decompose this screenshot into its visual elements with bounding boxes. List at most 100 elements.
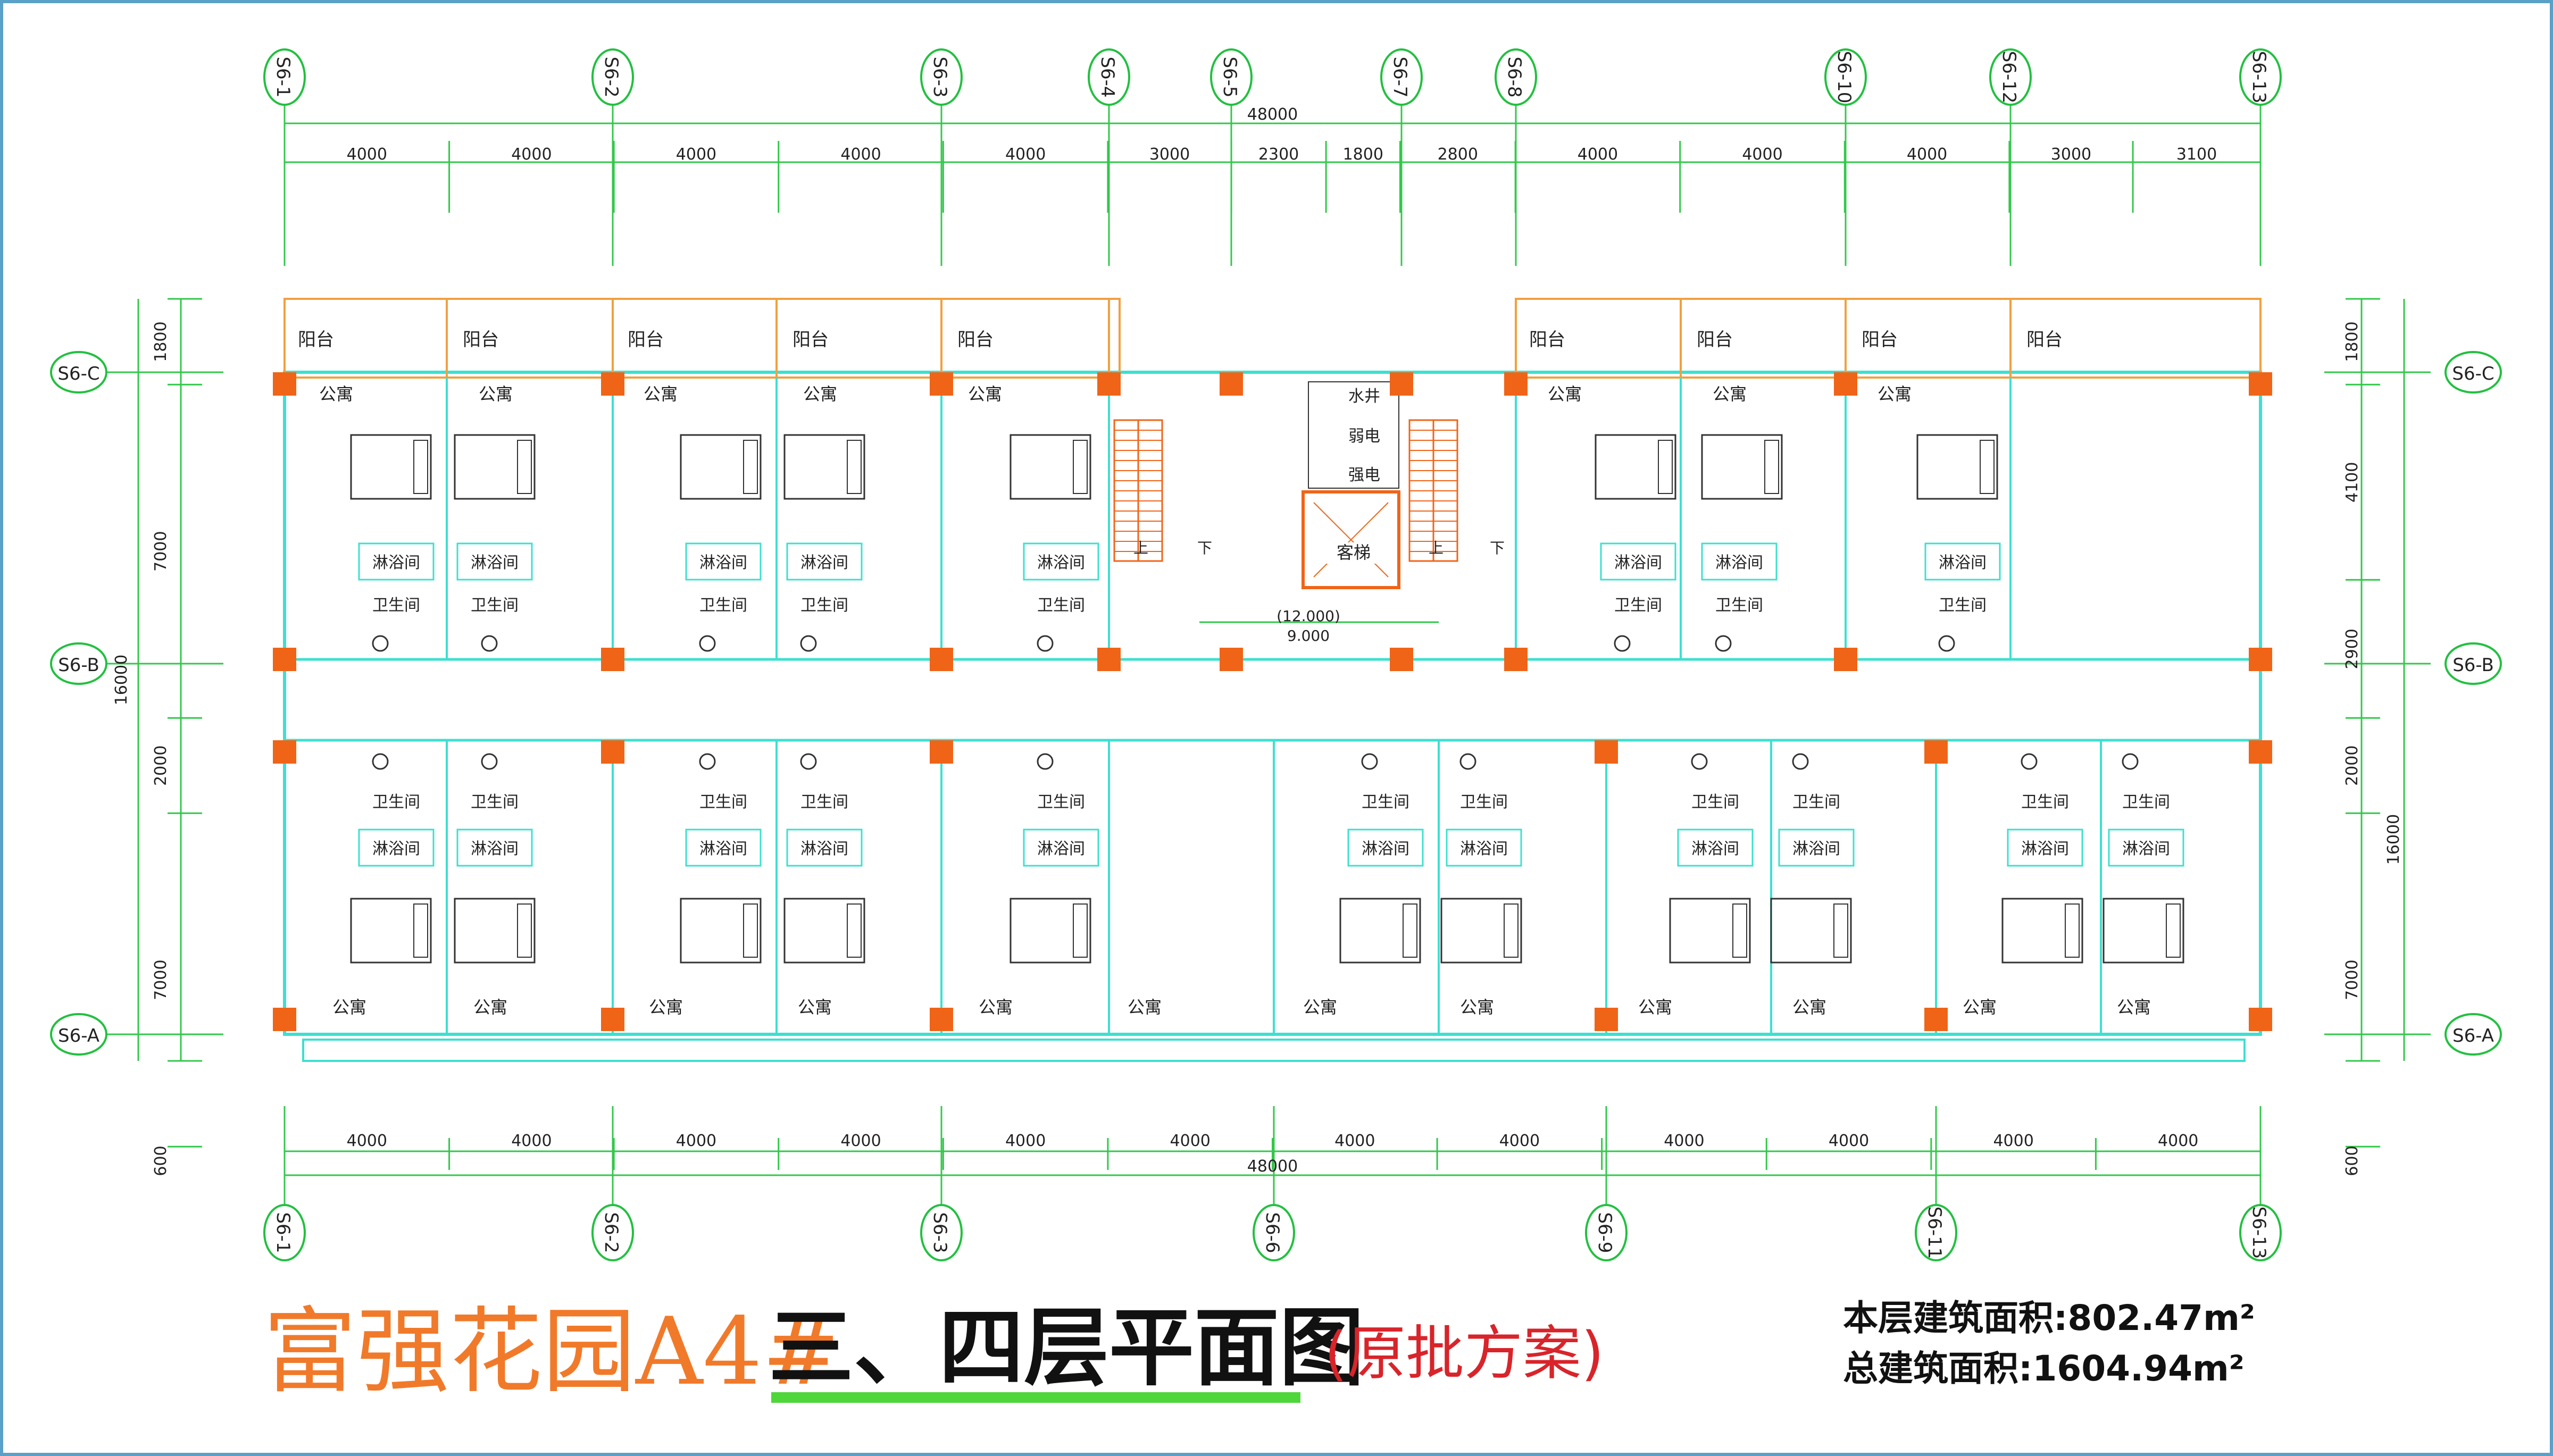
unit-south-toilet-label: 卫生间: [1037, 793, 1085, 811]
south-window-band: [302, 1039, 2246, 1062]
apartment-label-south: 公寓: [1792, 997, 1826, 1017]
elevator-label-bg: [1324, 542, 1383, 564]
bed-south: [1009, 898, 1091, 964]
unit-north-toilet-label: 卫生间: [699, 596, 747, 615]
unit-north-shower-label: 淋浴间: [1715, 554, 1763, 572]
column: [2249, 648, 2272, 671]
unit-south-shower: [456, 829, 533, 867]
apartment-label-north: 公寓: [479, 384, 513, 404]
apartment-label-south: 公寓: [649, 997, 683, 1017]
bed-south: [1440, 898, 1522, 964]
column: [930, 372, 953, 396]
column: [601, 1008, 624, 1031]
axis-bubble-bottom-S6-13: [2239, 1204, 2282, 1261]
bed-south: [350, 898, 432, 964]
axis-bubble-right-S6-B-label: S6-B: [2452, 655, 2494, 676]
plan-title: 三、四层平面图: [769, 1298, 1365, 1398]
column: [273, 1008, 296, 1031]
bed-north-pillow: [847, 440, 862, 494]
bed-south: [783, 898, 865, 964]
top-dim-span: 3100: [2176, 145, 2217, 164]
bottom-dim-span: 4000: [840, 1132, 881, 1150]
axis-bubble-left-S6-B-label: S6-B: [58, 655, 99, 676]
washbasin-icon: [372, 635, 389, 652]
left-dim-span: 7000: [152, 531, 170, 572]
bed-south-pillow: [743, 903, 758, 958]
unit-south-shower-label: 淋浴间: [1792, 840, 1840, 858]
column: [2249, 1008, 2272, 1031]
axis-bubble-top-S6-8-label: S6-8: [1504, 56, 1525, 97]
bed-south-pillow: [2166, 903, 2181, 958]
top-dim-span: 3000: [2051, 145, 2091, 164]
balcony-label: 阳台: [792, 329, 829, 350]
elevator-label: 客梯: [1337, 542, 1371, 563]
top-dim-span: 4000: [1578, 145, 1618, 164]
bed-south: [1339, 898, 1421, 964]
unit-north-shower: [1924, 542, 2001, 581]
axis-bubble-bottom-S6-2-label: S6-2: [600, 1212, 622, 1253]
apartment-label-south: 公寓: [798, 997, 832, 1017]
column: [1595, 1008, 1618, 1031]
washbasin-icon: [1938, 635, 1955, 652]
unit-south-shower-label: 淋浴间: [800, 840, 848, 858]
washbasin-icon: [372, 753, 389, 770]
column: [1220, 372, 1243, 396]
column: [1220, 648, 1243, 671]
unit-north-toilet-label: 卫生间: [1614, 596, 1662, 615]
axis-bubble-bottom-S6-3-label: S6-3: [929, 1212, 950, 1253]
washbasin-icon: [1614, 635, 1631, 652]
unit-north-toilet-label: 卫生间: [1037, 596, 1085, 615]
axis-bubble-left-S6-A: [50, 1013, 107, 1056]
axis-bubble-left-S6-A-label: S6-A: [58, 1025, 99, 1047]
axis-bubble-top-S6-12: [1989, 48, 2032, 106]
column: [1390, 372, 1413, 396]
column: [1834, 648, 1857, 671]
unit-north-shower: [456, 542, 533, 581]
unit-south-toilet-label: 卫生间: [1691, 793, 1739, 811]
unit-south-shower: [685, 829, 762, 867]
right-total-dim: 16000: [2384, 814, 2403, 865]
unit-south-shower-label: 淋浴间: [471, 840, 519, 858]
axis-bubble-top-S6-4: [1088, 48, 1130, 106]
floor-area-label: 本层建筑面积:802.47m²: [1843, 1298, 2255, 1338]
bed-south: [680, 898, 762, 964]
axis-bubble-top-S6-4-label: S6-4: [1097, 56, 1118, 97]
axis-bubble-bottom-S6-11-label: S6-11: [1924, 1207, 1945, 1259]
bed-south-pillow: [1833, 903, 1848, 958]
elevator-shaft: [1301, 490, 1400, 589]
axis-bubble-bottom-S6-6: [1253, 1204, 1295, 1261]
bottom-dim-span: 4000: [1499, 1132, 1540, 1150]
strong-power-label: 强电: [1348, 466, 1380, 484]
balcony-label: 阳台: [957, 329, 994, 350]
right-dim-span: 600: [2343, 1145, 2362, 1176]
unit-south-shower-label: 淋浴间: [2021, 840, 2069, 858]
bed-south: [2001, 898, 2083, 964]
column: [601, 372, 624, 396]
axis-bubble-top-S6-8: [1495, 48, 1537, 106]
unit-south-shower: [1347, 829, 1424, 867]
column: [930, 1008, 953, 1031]
top-dim-span: 2800: [1438, 145, 1478, 164]
unit-north-toilet-label: 卫生间: [1939, 596, 1987, 615]
bed-south-pillow: [1732, 903, 1747, 958]
apartment-label-north: 公寓: [1878, 384, 1912, 404]
right-dim-span: 4100: [2343, 462, 2362, 503]
unit-south-toilet-label: 卫生间: [699, 793, 747, 811]
unit-north-shower-label: 淋浴间: [699, 554, 747, 572]
unit-south-toilet-label: 卫生间: [2122, 793, 2170, 811]
axis-bubble-top-S6-3: [920, 48, 963, 106]
unit-south-toilet-label: 卫生间: [800, 793, 848, 811]
balcony-label: 阳台: [2026, 329, 2063, 350]
unit-south-toilet-label: 卫生间: [1362, 793, 1409, 811]
balcony-label: 阳台: [298, 329, 334, 350]
top-dim-span: 4000: [1005, 145, 1046, 164]
column: [273, 648, 296, 671]
unit-north-shower-label: 淋浴间: [1614, 554, 1662, 572]
bottom-dim-span: 4000: [347, 1132, 387, 1150]
axis-bubble-top-S6-13-label: S6-13: [2248, 51, 2270, 104]
axis-bubble-top-S6-10-label: S6-10: [1833, 51, 1855, 104]
unit-south-shower: [1446, 829, 1522, 867]
axis-bubble-top-S6-5-label: S6-5: [1219, 56, 1240, 97]
bed-north: [1916, 434, 1998, 500]
column: [1834, 372, 1857, 396]
